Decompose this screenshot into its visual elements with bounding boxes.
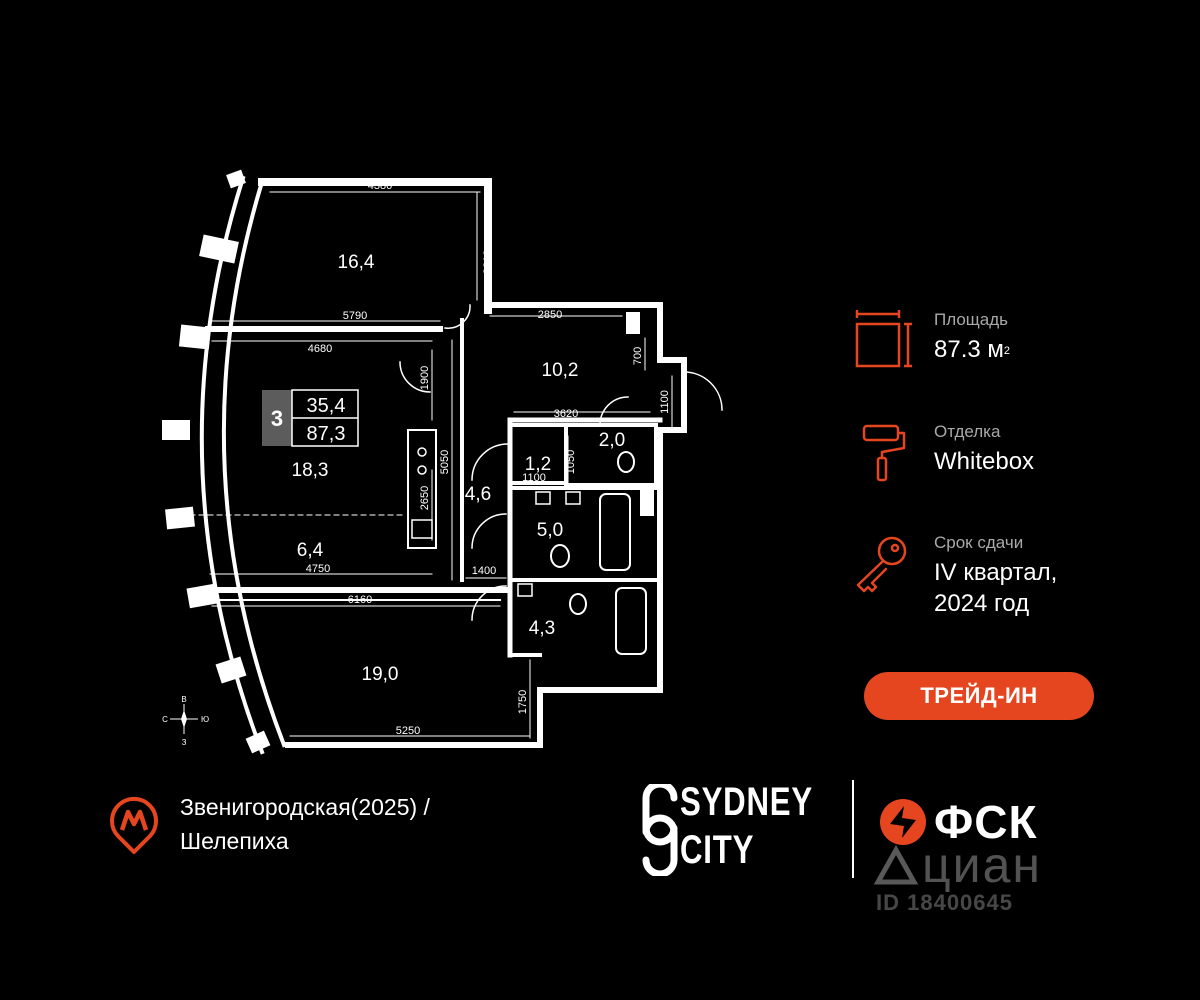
delivery-value: IV квартал, 2024 год: [934, 559, 1058, 617]
room-area-bath2: 4,3: [529, 618, 555, 639]
dimension-label: 1100: [659, 390, 671, 414]
dimension-label: 5050: [439, 450, 451, 474]
paint-roller-icon: [862, 424, 906, 482]
badge-living-area: 35,4: [307, 395, 346, 417]
fsk-logo-icon: [880, 799, 926, 845]
info-finish: Отделка Whitebox: [852, 422, 1152, 512]
door-bath2: [471, 585, 507, 621]
key-icon: [856, 536, 907, 593]
dimension-label: 700: [632, 347, 644, 365]
door-living: [399, 361, 431, 393]
metro-station: Звенигородская(2025) / Шелепиха: [180, 794, 430, 854]
door-wc: [599, 396, 629, 426]
room-area-living: 18,3: [292, 460, 329, 481]
compass-s: З: [182, 738, 187, 747]
badge-total-area: 87,3: [307, 423, 346, 445]
kitchen-stove-burner: [417, 465, 427, 475]
door-bath1: [471, 513, 507, 549]
info-area: Площадь 87.3 м2: [852, 310, 1152, 400]
room10-wall-top: [485, 302, 687, 363]
toilet-bath1: [550, 544, 570, 568]
room-area-wc: 2,0: [599, 430, 625, 451]
dimension-label: 1750: [517, 690, 529, 714]
finish-value: Whitebox: [934, 448, 1035, 475]
dimension-label: 3210: [482, 250, 494, 274]
plan-walls: [189, 175, 723, 755]
wc-walls: [564, 423, 658, 487]
room-area-bath1: 5,0: [537, 520, 563, 541]
logo-divider: [852, 780, 854, 878]
bathtub-1: [599, 493, 631, 571]
finish-label: Отделка: [934, 422, 1001, 441]
cian-watermark-icon: [874, 844, 919, 885]
dimension-label: 4680: [308, 343, 332, 355]
delivery-label: Срок сдачи: [934, 533, 1024, 552]
room-area-bedroom2: 19,0: [362, 664, 399, 685]
dimension-label: 1050: [565, 450, 577, 474]
compass-w: С: [162, 715, 168, 724]
room-area-hall: 4,6: [465, 484, 491, 505]
sink-bath2: [517, 583, 533, 597]
developer-name: ФСК: [934, 796, 1038, 848]
kitchen-counter: [407, 429, 437, 549]
bedroom1-wall: [258, 178, 492, 314]
door-closet: [471, 443, 509, 481]
room-area-kitchen: 6,4: [297, 540, 324, 561]
room-area-bedroom1: 16,4: [338, 252, 375, 273]
kitchen-stove-burner: [417, 447, 427, 457]
kitchen-sink: [411, 519, 433, 539]
room-area-closet: 1,2: [525, 454, 551, 475]
compass-n: В: [181, 695, 186, 704]
project-name: SYDNEY CITY: [680, 780, 813, 872]
area-badge: 3 35,4 87,3: [262, 389, 359, 447]
dimension-label: 3620: [554, 408, 578, 420]
dimension-label: 4750: [306, 563, 330, 575]
shaft: [626, 312, 640, 334]
compass-icon: В С Ю З: [162, 695, 209, 747]
dimension-label: 1400: [472, 565, 496, 577]
metro-icon: [110, 796, 158, 854]
facade-piers: [162, 169, 654, 754]
dimension-label: 5250: [396, 725, 420, 737]
shaft: [640, 488, 654, 516]
area-value: 87.3 м2: [934, 336, 1011, 363]
dimension-label: 2650: [419, 486, 431, 510]
facade-inner-wall: [221, 179, 287, 748]
dimension-label: 2850: [538, 309, 562, 321]
badge-rooms: 3: [271, 406, 283, 431]
door-bedroom1: [444, 304, 471, 329]
dimension-label: 5790: [343, 310, 367, 322]
sydney-city-logo-icon: [642, 784, 678, 876]
dimension-label: 1100: [522, 472, 546, 484]
dimension-label: 1900: [419, 366, 431, 390]
door-entrance: [683, 371, 723, 411]
dimension-lines: [209, 191, 673, 739]
toilet-wc: [617, 451, 635, 473]
area-icon: [855, 310, 912, 368]
sink-bath1-a: [535, 491, 551, 505]
room-area-room10: 10,2: [542, 360, 579, 381]
trade-in-button[interactable]: ТРЕЙД-ИН: [864, 672, 1094, 720]
area-label: Площадь: [934, 310, 1009, 329]
watermark-text: циан: [922, 837, 1042, 893]
info-delivery: Срок сдачи IV квартал, 2024 год: [852, 533, 1152, 623]
right-block-outer-wall: [285, 357, 687, 748]
watermark-id: ID 18400645: [876, 890, 1013, 915]
bathtub-2: [615, 587, 647, 655]
dimension-label: 4380: [368, 180, 392, 192]
compass-e: Ю: [201, 715, 209, 724]
toilet-bath2: [569, 593, 587, 615]
dimension-label: 6160: [348, 594, 372, 606]
sink-bath1-b: [565, 491, 581, 505]
